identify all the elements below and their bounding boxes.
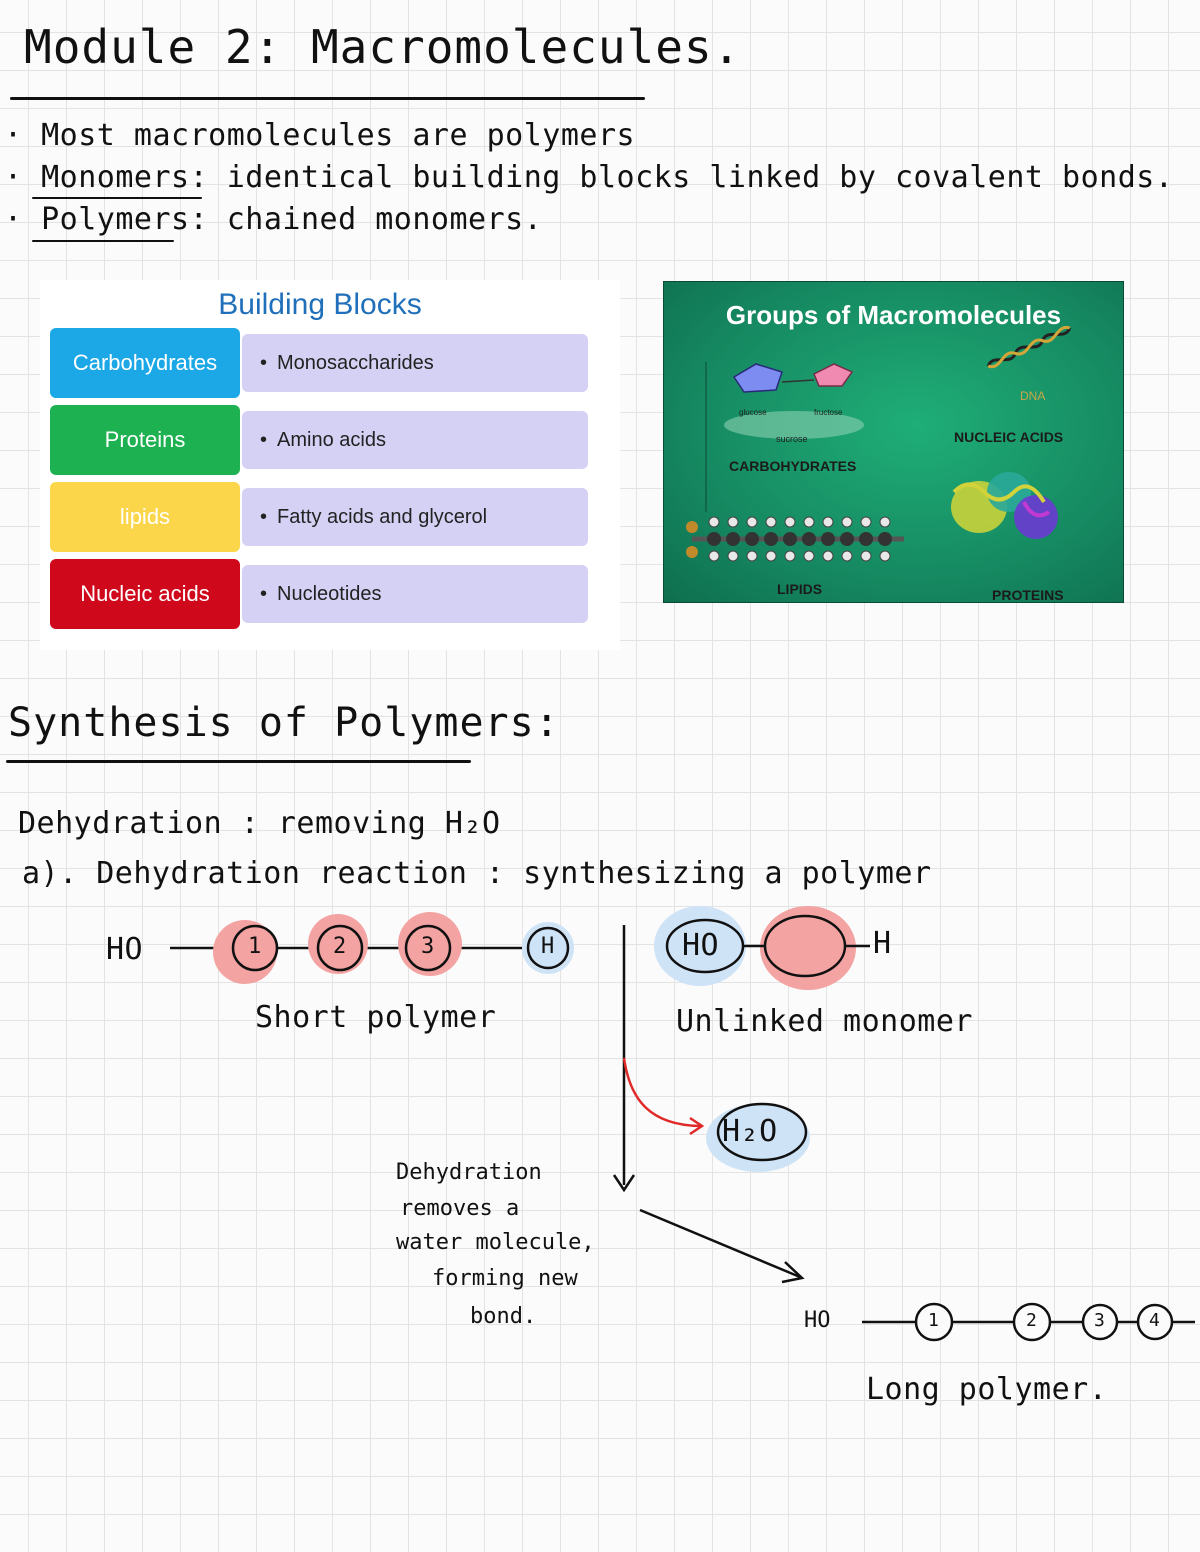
lipid-carbon-bead [764,532,778,546]
lipid-chain-icon [686,516,904,562]
lipid-hydrogen-bead [822,516,834,528]
short-polymer [170,912,574,984]
lipid-hydrogen-bead [765,516,777,528]
glucose-label: glucose [739,408,767,417]
lipid-hydrogen-bead [746,550,758,562]
lipid-hydrogen-bead [860,550,872,562]
long-polymer-label: Long polymer. [866,1372,1108,1407]
bb-item: •Fatty acids and glycerol [242,488,588,546]
lipid-hydrogen-bead [727,516,739,528]
short-monomer-1-number: 1 [248,934,262,959]
lipid-carbon-bead [821,532,835,546]
bb-label: lipids [50,482,240,552]
page-title: Module 2: Macromolecules. [24,20,742,74]
short-ho-label: HO [106,932,144,967]
long-monomer-1-number: 1 [928,1310,939,1331]
unlinked-ho-label: HO [682,928,720,963]
synthesis-heading: Synthesis of Polymers: [8,700,560,746]
water-label: H₂O [722,1114,778,1149]
groups-title: Groups of Macromolecules [725,300,1062,330]
lipid-hydrogen-bead [841,516,853,528]
lipid-carbon-bead [859,532,873,546]
note-chained: · Polymers: chained monomers. [4,202,543,237]
bb-row-lipids: lipids •Fatty acids and glycerol [50,482,590,552]
lipid-hydrogen-bead [708,516,720,528]
explanation-line-2: removes a [400,1196,520,1221]
lipid-hydrogen-bead [803,516,815,528]
lipid-hydrogen-bead [879,550,891,562]
bb-label: Nucleic acids [50,559,240,629]
dehydration-reaction-line: a). Dehydration reaction : synthesizing … [22,856,932,891]
protein-structure-icon [951,472,1058,539]
lipid-carbon-bead [707,532,721,546]
bb-item: •Nucleotides [242,565,588,623]
explanation-line-5: bond. [470,1304,537,1329]
bb-item: •Amino acids [242,411,588,469]
synthesis-underline [6,760,471,763]
lipids-caption: LIPIDS [777,581,823,597]
short-polymer-label: Short polymer [255,1000,497,1035]
lipid-carbon-bead [878,532,892,546]
bb-row-proteins: Proteins •Amino acids [50,405,590,475]
bb-item-text: Monosaccharides [277,351,434,374]
lipid-carbon-bead [840,532,854,546]
lipid-hydrogen-bead [765,550,777,562]
explanation-line-1: Dehydration [396,1160,542,1185]
lipid-hydrogen-bead [784,516,796,528]
title-underline [10,97,645,100]
lipid-carbon-bead [802,532,816,546]
dna-icon [986,325,1072,369]
sucrose-label: sucrose [776,434,808,444]
unlinked-monomer-label: Unlinked monomer [676,1004,973,1039]
bb-item: •Monosaccharides [242,334,588,392]
carbohydrates-caption: CARBOHYDRATES [729,458,857,474]
note-polymers: · Most macromolecules are polymers [4,118,636,153]
bb-item-text: Amino acids [277,428,386,451]
building-blocks-title: Building Blocks [218,288,422,321]
explanation-line-4: forming new [432,1266,578,1291]
nucleic-acids-caption: NUCLEIC ACIDS [954,429,1064,445]
lipid-hydrogen-bead [746,516,758,528]
explanation-line-3: water molecule, [396,1230,595,1255]
polymers-underline [32,240,174,242]
lipid-hydrogen-bead [822,550,834,562]
long-monomer-3-number: 3 [1094,1310,1105,1331]
short-monomer-2-number: 2 [333,934,347,959]
short-h-label: H [541,934,555,959]
lipid-hydrogen-bead [708,550,720,562]
lipid-carbon-bead [745,532,759,546]
bb-row-nucleic-acids: Nucleic acids •Nucleotides [50,559,590,629]
bb-item-text: Fatty acids and glycerol [277,505,488,528]
lipid-hydrogen-bead [879,516,891,528]
product-arrow [639,1208,801,1279]
monomer-1-highlight [213,920,277,984]
lipid-hydrogen-bead [841,550,853,562]
lipid-hydrogen-bead [860,516,872,528]
groups-illustration: glucose fructose sucrose DNA [686,325,1072,562]
lipid-carbon-bead [783,532,797,546]
long-ho-label: HO [804,1308,831,1333]
water-release-arrow [622,1057,701,1128]
note-monomers: · Monomers: identical building blocks li… [4,160,1174,195]
dehydration-definition: Dehydration : removing H₂O [18,806,501,841]
long-monomer-4-number: 4 [1149,1310,1160,1331]
bb-label: Carbohydrates [50,328,240,398]
short-monomer-3-number: 3 [421,934,435,959]
unlinked-h-label: H [873,926,892,961]
groups-image: Groups of Macromolecules glucose fructos… [663,281,1124,603]
dna-label: DNA [1020,389,1045,403]
proteins-caption: PROTEINS [992,587,1064,603]
lipid-hydrogen-bead [727,550,739,562]
monomers-underline [32,197,202,199]
sucrose-molecule-icon: glucose fructose sucrose [724,363,864,444]
long-monomer-2-number: 2 [1026,1310,1037,1331]
bb-label: Proteins [50,405,240,475]
lipid-carbon-bead [726,532,740,546]
bb-row-carbohydrates: Carbohydrates •Monosaccharides [50,328,590,398]
building-blocks-table: Building Blocks Carbohydrates •Monosacch… [40,280,620,650]
fructose-label: fructose [814,408,843,417]
bb-item-text: Nucleotides [277,582,382,605]
lipid-hydrogen-bead [784,550,796,562]
lipid-hydrogen-bead [803,550,815,562]
